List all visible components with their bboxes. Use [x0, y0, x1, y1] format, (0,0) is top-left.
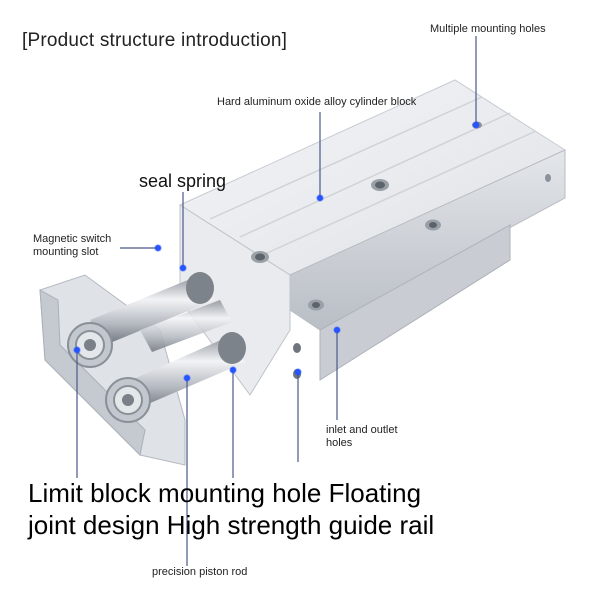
label-seal-spring: seal spring: [139, 171, 227, 191]
label-cylinder-block: Hard aluminum oxide alloy cylinder block: [217, 96, 417, 108]
callout-dots: [73, 121, 480, 382]
floating-joints: [67, 322, 151, 423]
guide-rail-body: [319, 224, 511, 381]
diagram-title: [Product structure introduction]: [22, 30, 288, 51]
label-big-caption: Limit block mounting hole Floating joint…: [28, 478, 435, 540]
label-piston-rod: precision piston rod: [152, 566, 248, 578]
label-magnetic-switch-slot: Magnetic switch mounting slot: [33, 233, 112, 258]
label-multiple-mounting-holes: Multiple mounting holes: [430, 23, 546, 35]
piston-rods: [90, 272, 246, 410]
leader-lines: [76, 36, 477, 566]
label-inlet-outlet-holes: inlet and outlet holes: [326, 424, 398, 449]
